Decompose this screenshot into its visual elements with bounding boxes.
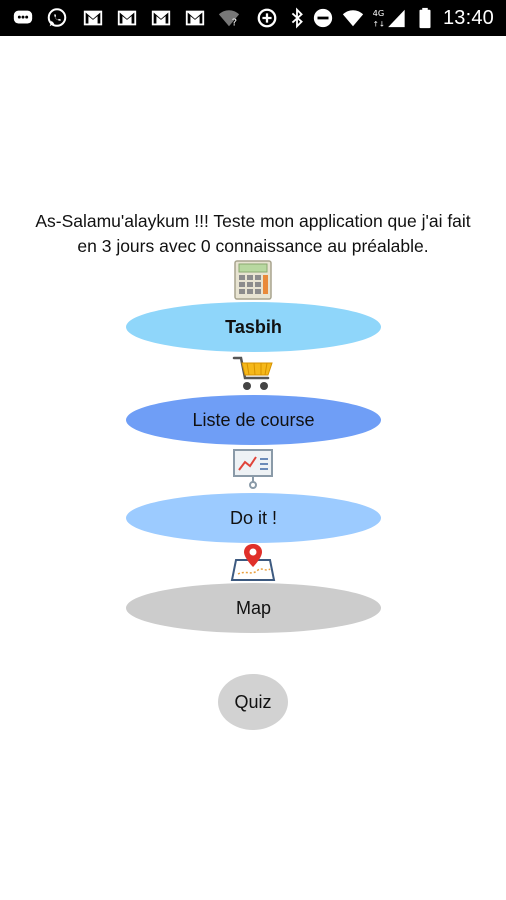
gmail-icon <box>151 10 171 26</box>
calculator-icon <box>234 260 272 300</box>
svg-text:↑↓: ↑↓ <box>373 19 385 28</box>
gmail-icon <box>185 10 205 26</box>
wifi-question-icon: ? <box>218 10 240 28</box>
welcome-message: As-Salamu'alaykum !!! Teste mon applicat… <box>0 209 506 259</box>
quiz-button[interactable]: Quiz <box>218 674 288 730</box>
clock: 13:40 <box>442 7 494 29</box>
message-icon <box>13 10 33 24</box>
svg-text:4G: 4G <box>373 8 385 18</box>
gmail-icon <box>117 10 137 26</box>
map-button[interactable]: Map <box>126 583 381 633</box>
liste-de-course-button[interactable]: Liste de course <box>126 395 381 445</box>
map-pin-icon <box>230 544 276 581</box>
status-bar: ? 4G ↑↓ 13:40 <box>0 0 506 36</box>
do-not-disturb-icon <box>313 8 333 28</box>
presentation-chart-icon <box>233 449 273 489</box>
gmail-icon <box>83 10 103 26</box>
tasbih-button[interactable]: Tasbih <box>126 302 381 352</box>
wifi-icon <box>342 10 364 27</box>
bluetooth-icon <box>291 7 303 29</box>
signal-4g-icon: 4G ↑↓ <box>373 8 405 28</box>
svg-text:?: ? <box>232 17 237 28</box>
welcome-line-1: As-Salamu'alaykum !!! Teste mon applicat… <box>35 211 471 231</box>
whatsapp-icon <box>47 8 67 27</box>
welcome-line-2: en 3 jours avec 0 connaissance au préala… <box>77 236 429 256</box>
data-saver-icon <box>257 8 277 28</box>
shopping-cart-icon <box>232 356 273 390</box>
battery-icon <box>419 7 431 29</box>
do-it-button[interactable]: Do it ! <box>126 493 381 543</box>
